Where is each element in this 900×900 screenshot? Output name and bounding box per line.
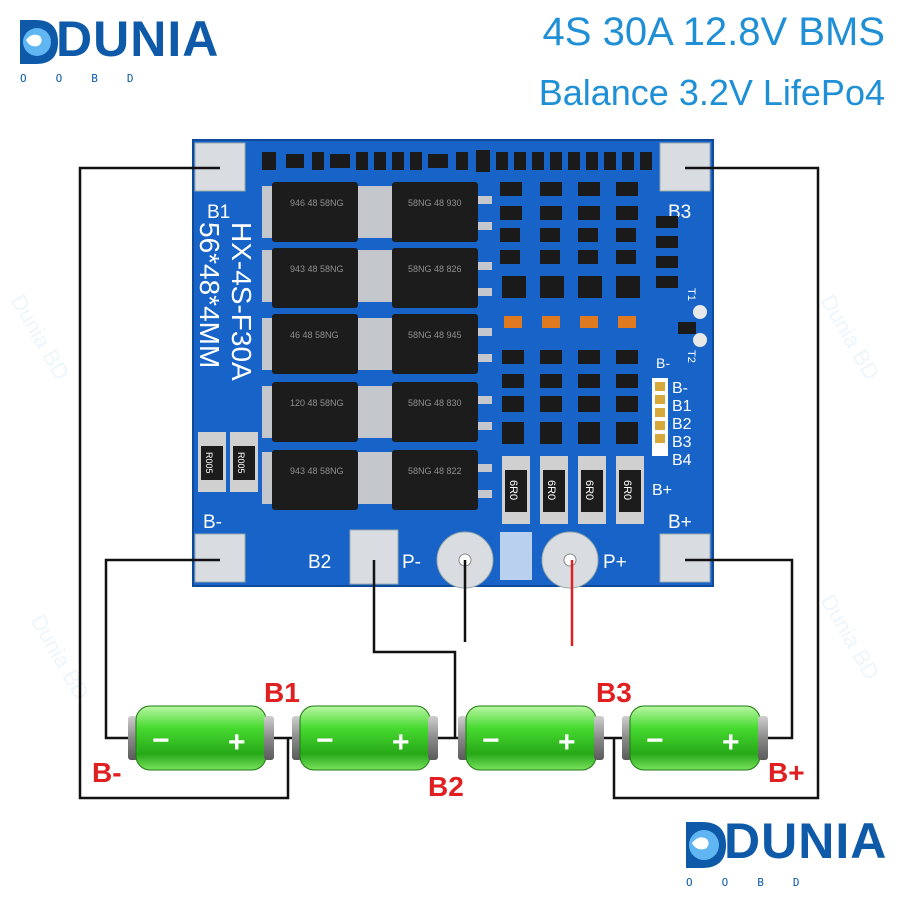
pad-b-minus <box>194 533 246 583</box>
label-t2: T2 <box>685 350 697 363</box>
resistor-label: R005 <box>204 452 214 474</box>
label-b-plus: B+ <box>768 757 805 788</box>
wiring-labels: B- B1 B2 B3 B+ <box>92 677 805 802</box>
label-b-minus-small: B- <box>656 355 670 371</box>
label-pad-b2: B2 <box>308 552 331 573</box>
shunt-label: 6R0 <box>545 480 557 500</box>
page-title: 4S 30A 12.8V BMS <box>542 10 885 54</box>
mosfet-code: 946 48 58NG <box>290 198 344 208</box>
balance-label: B1 <box>672 398 692 415</box>
brand-tagline: OOBD <box>20 72 163 85</box>
label-pad-p-minus: P- <box>402 552 421 573</box>
label-pad-b-minus: B- <box>203 512 222 533</box>
balance-label: B- <box>672 380 688 397</box>
svg-text:Dunia BD: Dunia BD <box>26 610 95 704</box>
brand-logo-bottom: DUNIA OOBD <box>680 812 890 889</box>
cell-minus-sign: − <box>316 724 334 757</box>
board-model: HX-4S-F30A <box>226 222 257 381</box>
label-b-minus: B- <box>92 757 122 788</box>
mosfet-code: 58NG 48 945 <box>408 330 462 340</box>
page-subtitle: Balance 3.2V LifePo4 <box>538 72 885 113</box>
brand-tagline-bottom: OOBD <box>686 876 829 889</box>
mosfet-code: 58NG 48 826 <box>408 264 462 274</box>
cell-plus-sign: + <box>228 726 246 759</box>
brand-name: DUNIA <box>56 11 220 67</box>
wire-b-plus <box>685 558 794 740</box>
cell-plus-sign: + <box>392 726 410 759</box>
label-t1: T1 <box>685 288 697 301</box>
cell-2 <box>292 705 438 771</box>
mosfet-code: 58NG 48 822 <box>408 466 462 476</box>
label-pad-p-plus: P+ <box>603 552 627 573</box>
balance-label: B3 <box>672 434 692 451</box>
mosfet-code: 120 48 58NG <box>290 398 344 408</box>
pad-t1 <box>693 305 707 319</box>
sense-resistors: R005 R005 <box>198 432 258 492</box>
mosfet-code: 943 48 58NG <box>290 264 344 274</box>
cell-minus-sign: − <box>646 724 664 757</box>
shunt-label: 6R0 <box>621 480 633 500</box>
globe-icon <box>20 20 58 64</box>
wire-b-minus <box>104 558 220 740</box>
mosfet-code: 943 48 58NG <box>290 466 344 476</box>
pad-b-plus <box>659 533 711 583</box>
control-components <box>500 182 696 444</box>
balance-label: B+ <box>652 482 672 499</box>
svg-text:Dunia BD: Dunia BD <box>816 290 885 384</box>
cell-3 <box>458 705 604 771</box>
cell-minus-sign: − <box>152 724 170 757</box>
smd-row-top <box>262 150 652 172</box>
label-b1: B1 <box>264 677 300 708</box>
label-b2: B2 <box>428 771 464 802</box>
mosfet-array: 946 48 58NG 58NG 48 930 943 48 58NG 58NG… <box>262 182 492 510</box>
svg-text:Dunia BD: Dunia BD <box>816 590 885 684</box>
resistor-label: R005 <box>236 452 246 474</box>
orange-capacitors <box>504 316 636 328</box>
cell-plus-sign: + <box>722 726 740 759</box>
cell-minus-sign: − <box>482 724 500 757</box>
globe-icon-bottom <box>686 822 726 868</box>
board-dimensions: 56*48*4MM <box>194 222 225 368</box>
brand-logo-top: DUNIA OOBD <box>14 10 218 85</box>
battery-cells: − + − + − + − + <box>128 705 768 771</box>
wire-b3 <box>612 166 820 800</box>
balance-label: B4 <box>672 452 692 469</box>
svg-text:Dunia BD: Dunia BD <box>6 290 75 384</box>
pad-t2 <box>693 333 707 347</box>
balance-resistors: 6R0 6R0 6R0 6R0 <box>502 456 644 524</box>
shunt-label: 6R0 <box>583 480 595 500</box>
cell-plus-sign: + <box>558 726 576 759</box>
wire-b2 <box>372 560 457 738</box>
wire-b1 <box>78 166 290 800</box>
mosfet-code: 58NG 48 930 <box>408 198 462 208</box>
shunt-label: 6R0 <box>507 480 519 500</box>
label-pad-b-plus: B+ <box>668 512 692 533</box>
label-pad-b1: B1 <box>207 202 230 223</box>
cell-1 <box>128 705 274 771</box>
cell-4 <box>622 705 768 771</box>
wiring <box>78 166 820 800</box>
balance-label: B2 <box>672 416 692 433</box>
brand-name-bottom: DUNIA <box>724 813 888 869</box>
mosfet-code: 46 48 58NG <box>290 330 339 340</box>
mosfet-code: 58NG 48 830 <box>408 398 462 408</box>
label-b3: B3 <box>596 677 632 708</box>
